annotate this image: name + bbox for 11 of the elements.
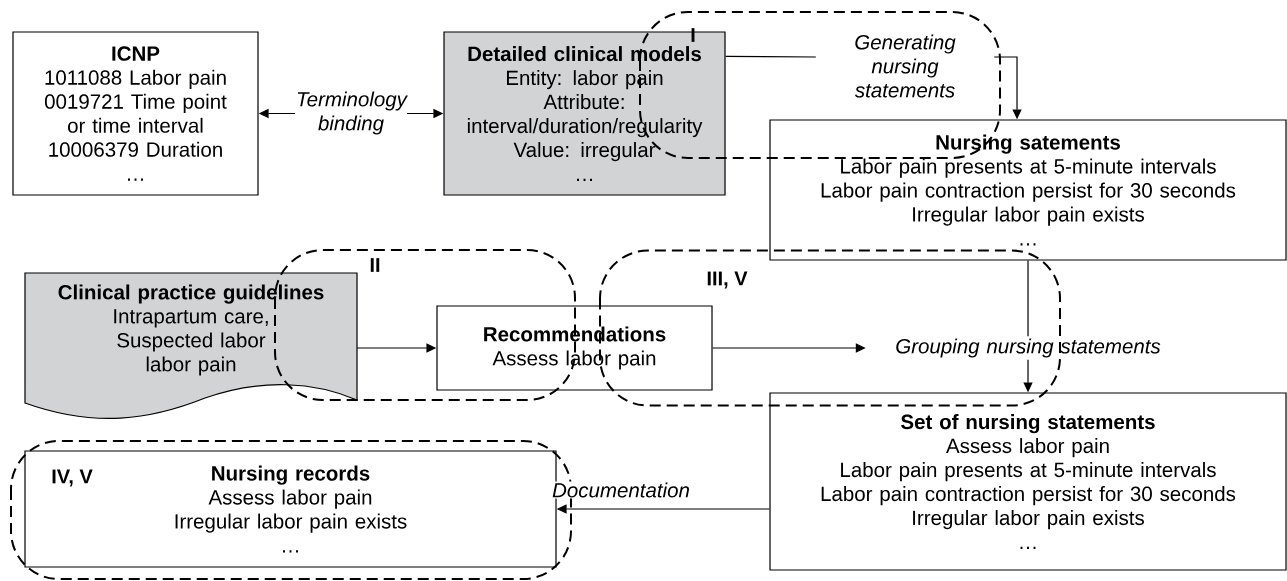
group-label: I bbox=[691, 28, 695, 42]
edge-label: Documentation bbox=[551, 481, 691, 499]
group-label: IV, V bbox=[52, 469, 93, 487]
group-label: III, V bbox=[707, 271, 748, 289]
step-text: Generating nursing statements bbox=[854, 34, 956, 98]
process-box: ICNP 1011088 Labor pain 0019721 Time point or time interval 10006379 Duration … bbox=[12, 31, 259, 196]
process-box: Nursing satements Labor pain presents at 5-minute intervals Labor pain contraction persist for 30 seconds Irregular labor pain exists … bbox=[769, 119, 1287, 261]
group-label: II bbox=[370, 258, 380, 272]
process-box: Set of nursing statements Assess labor pain Labor pain presents at 5-minute intervals Labor pain contraction persist for 30 seconds Irregular labor pain exists … bbox=[769, 392, 1287, 571]
step-text: Grouping nursing statements bbox=[896, 338, 1161, 358]
edge-label: Terminology binding bbox=[295, 90, 408, 136]
